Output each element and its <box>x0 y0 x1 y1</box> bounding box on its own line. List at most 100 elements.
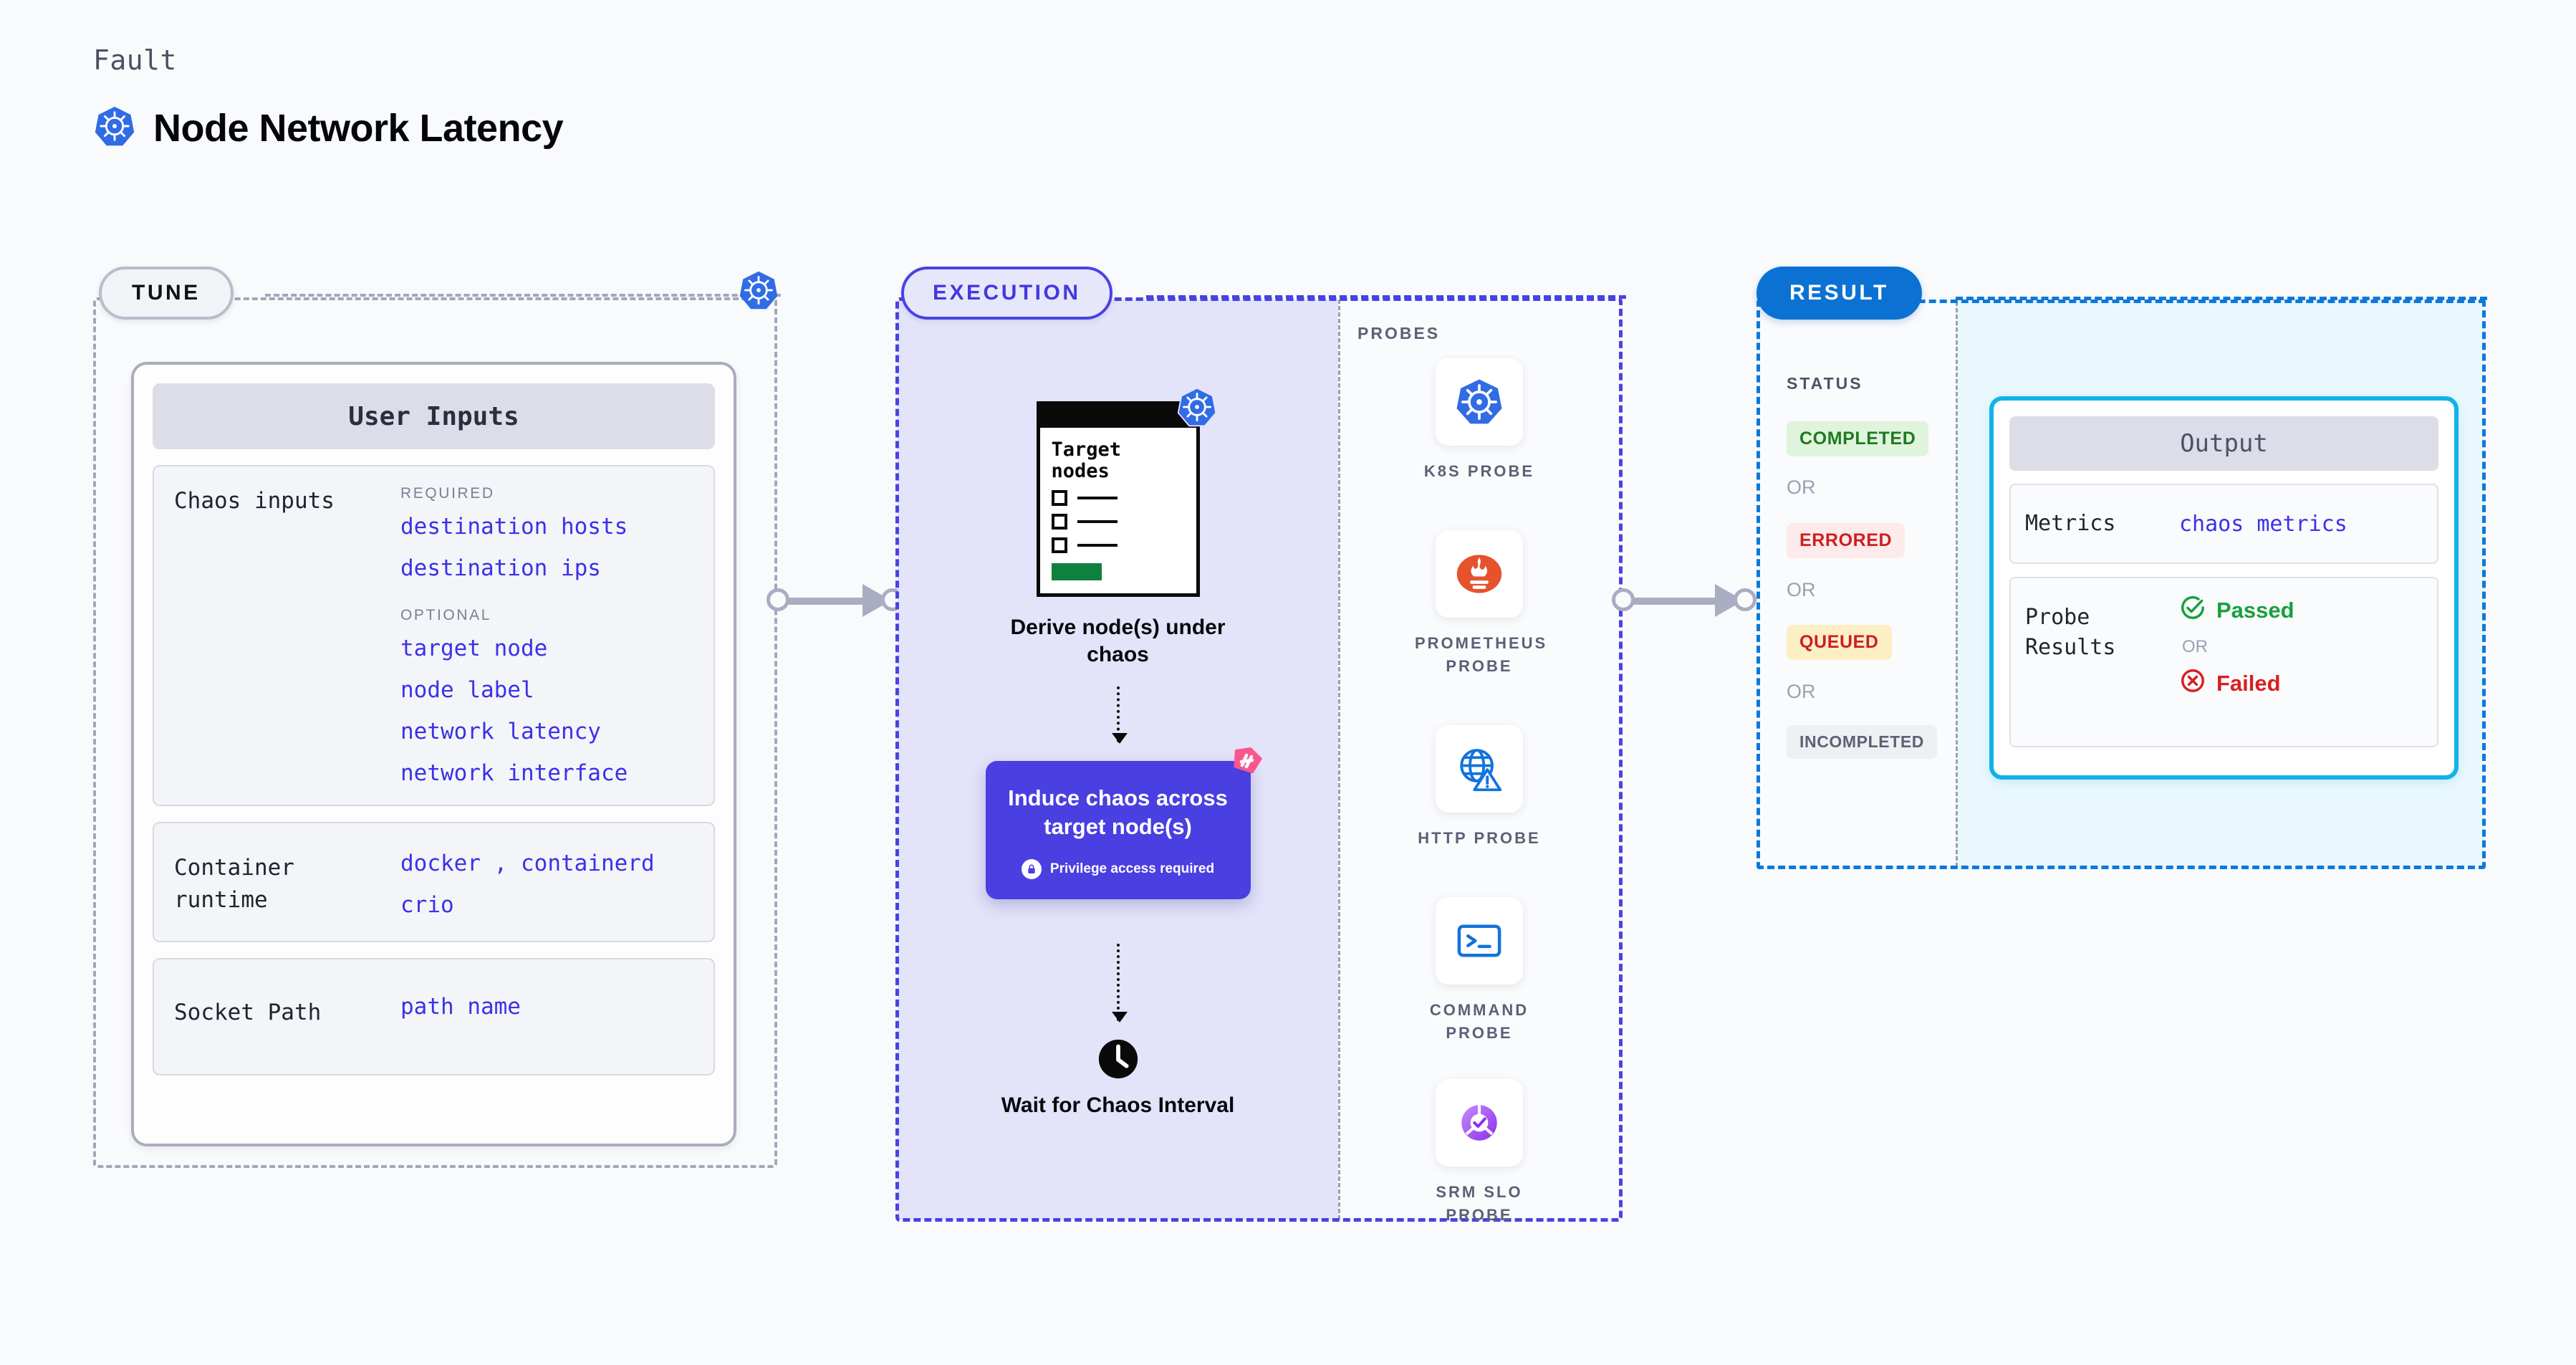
optional-heading: OPTIONAL <box>400 607 491 623</box>
socket-path-value[interactable]: path name <box>400 994 521 1020</box>
status-or-1: OR <box>1787 476 1816 498</box>
tune-row-chaos-inputs: Chaos inputs REQUIRED destination hosts … <box>153 465 715 806</box>
runtime-option-crio[interactable]: crio <box>400 892 454 918</box>
connector-tune-to-execution <box>765 584 908 617</box>
lock-icon <box>1021 858 1042 879</box>
output-row-probe-results: Probe Results Passed OR <box>2009 577 2438 747</box>
globe-warning-icon <box>1436 725 1523 813</box>
flow-arrow-down <box>1111 943 1128 1022</box>
derive-nodes-caption: Derive node(s) under chaos <box>1010 616 1226 666</box>
probe-result-or: OR <box>2182 637 2208 656</box>
kubernetes-logo-icon <box>93 105 136 151</box>
runtime-options-line-1[interactable]: docker , containerd <box>400 851 655 876</box>
result-column-divider <box>1956 302 1958 867</box>
placeholder-line <box>1077 544 1118 547</box>
placeholder-line <box>1077 497 1118 500</box>
checkbox-icon <box>1051 514 1067 530</box>
row-label: Socket Path <box>174 1000 322 1025</box>
tune-row-socket-path: Socket Path path name <box>153 958 715 1076</box>
execution-badge: EXECUTION <box>901 267 1112 320</box>
row-label: Container runtime <box>174 855 294 913</box>
status-badge-errored: ERRORED <box>1787 523 1905 558</box>
probe-result-failed: Failed <box>2179 667 2423 700</box>
tune-row-container-runtime: Container runtime docker , containerd cr… <box>153 822 715 942</box>
kubernetes-logo-icon <box>1436 358 1523 446</box>
checkbox-icon <box>1051 490 1067 507</box>
wait-step: Wait for Chaos Interval <box>980 1021 1256 1119</box>
terminal-prompt-icon <box>1436 897 1523 985</box>
probe-k8s[interactable]: K8S PROBE <box>1415 358 1544 483</box>
probe-prometheus[interactable]: PROMETHEUS PROBE <box>1415 530 1548 678</box>
passed-label: Passed <box>2216 598 2294 623</box>
probe-label: PROMETHEUS PROBE <box>1415 634 1548 675</box>
input-destination-ips[interactable]: destination ips <box>400 555 601 581</box>
harness-logo-icon <box>1228 742 1265 783</box>
probe-http[interactable]: HTTP PROBE <box>1415 725 1544 850</box>
probe-srm-slo[interactable]: SRM SLO PROBE <box>1415 1079 1544 1227</box>
kubernetes-logo-icon <box>738 269 779 315</box>
page-title: Node Network Latency <box>153 106 564 150</box>
required-heading: REQUIRED <box>400 485 495 502</box>
wait-caption: Wait for Chaos Interval <box>1001 1093 1235 1117</box>
failed-label: Failed <box>2216 671 2281 696</box>
output-title: Output <box>2009 416 2438 471</box>
output-card: Output Metrics chaos metrics Probe Resul… <box>1989 396 2459 780</box>
status-or-2: OR <box>1787 579 1816 600</box>
execution-top-dashed-line <box>1146 295 1626 299</box>
input-target-node[interactable]: target node <box>400 636 548 661</box>
title-row: Node Network Latency <box>93 105 564 151</box>
page-header: Fault Node Network Latency <box>93 44 564 151</box>
execution-panel-outline <box>895 297 1623 1222</box>
clock-icon <box>1096 1039 1140 1084</box>
execution-flow: Target nodes <box>980 387 1262 1119</box>
checkbox-row <box>1051 537 1185 554</box>
status-badge-queued: QUEUED <box>1787 625 1892 660</box>
metrics-value[interactable]: chaos metrics <box>2179 511 2347 537</box>
induce-chaos-box: Induce chaos across target node(s) Privi… <box>985 747 1262 899</box>
result-status-column-fill <box>1759 302 1956 867</box>
user-inputs-card: User Inputs Chaos inputs REQUIRED destin… <box>131 362 736 1146</box>
result-top-dashed-line <box>1956 297 2487 300</box>
input-network-latency[interactable]: network latency <box>400 719 601 744</box>
probe-result-passed: Passed <box>2179 594 2423 627</box>
status-badge-incompleted: INCOMPLETED <box>1787 725 1937 759</box>
connector-execution-to-result <box>1610 584 1761 617</box>
tune-badge: TUNE <box>99 267 234 320</box>
input-node-label[interactable]: node label <box>400 677 534 703</box>
row-label: Probe Results <box>2025 605 2116 660</box>
status-badge-completed: COMPLETED <box>1787 421 1929 456</box>
input-destination-hosts[interactable]: destination hosts <box>400 514 628 540</box>
probe-label: K8S PROBE <box>1423 462 1535 480</box>
status-label: STATUS <box>1787 374 1863 393</box>
checkbox-row <box>1051 490 1185 507</box>
x-circle-icon <box>2179 667 2206 700</box>
probe-command[interactable]: COMMAND PROBE <box>1415 897 1544 1045</box>
green-progress-bar <box>1051 563 1102 581</box>
user-inputs-title: User Inputs <box>153 383 715 449</box>
probe-label: HTTP PROBE <box>1418 829 1541 847</box>
checkbox-row <box>1051 514 1185 530</box>
induce-chaos-title: Induce chaos across target node(s) <box>1008 785 1228 839</box>
fault-kicker: Fault <box>93 44 177 76</box>
probe-label: COMMAND PROBE <box>1429 1001 1529 1042</box>
input-network-interface[interactable]: network interface <box>400 760 628 786</box>
card-titlebar <box>1039 405 1196 428</box>
probe-label: SRM SLO PROBE <box>1436 1183 1523 1224</box>
probes-label: PROBES <box>1357 324 1441 343</box>
tune-top-dashed-line <box>265 294 781 297</box>
srm-slo-gauge-icon <box>1436 1079 1523 1167</box>
target-nodes-heading: Target nodes <box>1051 439 1122 483</box>
row-label: Chaos inputs <box>174 488 335 514</box>
checkbox-icon <box>1051 537 1067 554</box>
status-or-3: OR <box>1787 681 1816 702</box>
kubernetes-logo-icon <box>1176 386 1218 431</box>
tune-panel-outline <box>93 297 777 1168</box>
prometheus-logo-icon <box>1436 530 1523 618</box>
privilege-note-text: Privilege access required <box>1049 861 1215 876</box>
result-panel-outline <box>1756 300 2486 869</box>
placeholder-line <box>1077 520 1118 524</box>
flow-arrow-down <box>1111 686 1128 744</box>
row-label: Metrics <box>2025 511 2116 536</box>
output-row-metrics: Metrics chaos metrics <box>2009 484 2438 564</box>
check-circle-icon <box>2179 594 2206 627</box>
